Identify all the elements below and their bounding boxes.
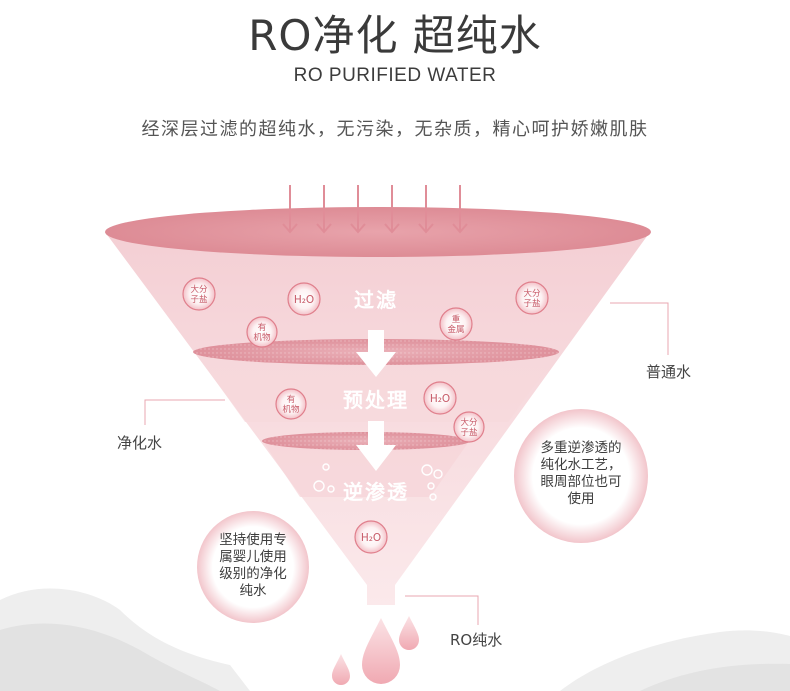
callout-ro-water: RO纯水 [450,631,503,649]
page-title: RO净化 超纯水 [248,11,542,60]
salt-badge-icon: 大分 子盐 [515,281,549,315]
h2o-badge-icon: H₂O [423,381,457,415]
bubbles-icon [313,463,443,501]
svg-text:H₂O: H₂O [361,532,381,544]
svg-text:子盐: 子盐 [190,294,208,305]
right-circle-line: 纯化水工艺， [540,457,622,473]
h2o-badge-icon: H₂O [287,282,321,316]
svg-text:有: 有 [258,322,267,333]
info-circle-right [514,409,648,543]
salt-badge-icon: 大分 子盐 [182,277,216,311]
stage-label-filter: 过滤 [354,288,398,312]
h2o-badge-icon: H₂O [354,520,388,554]
right-circle-line: 眼周部位也可 [540,474,622,490]
metal-badge-icon: 重 金属 [439,307,473,341]
left-circle-line: 坚持使用专 [219,532,287,548]
down-arrow-1 [356,330,396,377]
down-arrow-2 [356,421,396,471]
right-circle-text: 多重逆渗透的 纯化水工艺， 眼周部位也可 使用 [521,440,641,508]
info-circle-left [197,511,309,623]
salt-badge-icon: 大分 子盐 [453,411,485,443]
organic-badge-icon: 有 机物 [275,388,307,420]
left-circle-line: 纯水 [239,583,267,599]
stage-label-pretreat: 预处理 [343,388,409,412]
inflow-arrows [282,185,468,234]
callout-purified-water: 净化水 [117,434,163,452]
svg-text:子盐: 子盐 [460,427,478,438]
svg-text:机物: 机物 [253,332,271,343]
callout-ordinary-water: 普通水 [646,363,692,381]
left-circle-line: 属婴儿使用 [219,549,287,565]
right-circle-line: 多重逆渗透的 [540,440,622,456]
page-subtitle: RO PURIFIED WATER [293,65,497,86]
stage-label-ro: 逆渗透 [343,480,409,504]
funnel-top-ellipse [105,207,651,257]
svg-text:大分: 大分 [190,284,208,295]
mist-background [0,588,790,691]
page-description: 经深层过滤的超纯水，无污染，无杂质，精心呵护娇嫩肌肤 [141,119,649,140]
svg-text:机物: 机物 [282,404,300,415]
right-circle-line: 使用 [567,491,595,507]
water-drops-icon [332,616,419,685]
svg-text:有: 有 [287,394,296,405]
svg-text:H₂O: H₂O [430,393,450,405]
svg-text:大分: 大分 [523,288,541,299]
left-circle-text: 坚持使用专 属婴儿使用 级别的净化 纯水 [198,532,308,600]
callout-lines [144,302,669,625]
svg-text:子盐: 子盐 [523,298,541,309]
svg-text:重: 重 [452,314,461,325]
organic-badge-icon: 有 机物 [246,316,278,348]
svg-text:大分: 大分 [460,417,478,428]
svg-text:金属: 金属 [447,324,464,335]
left-circle-line: 级别的净化 [219,566,287,582]
svg-text:H₂O: H₂O [294,294,314,306]
